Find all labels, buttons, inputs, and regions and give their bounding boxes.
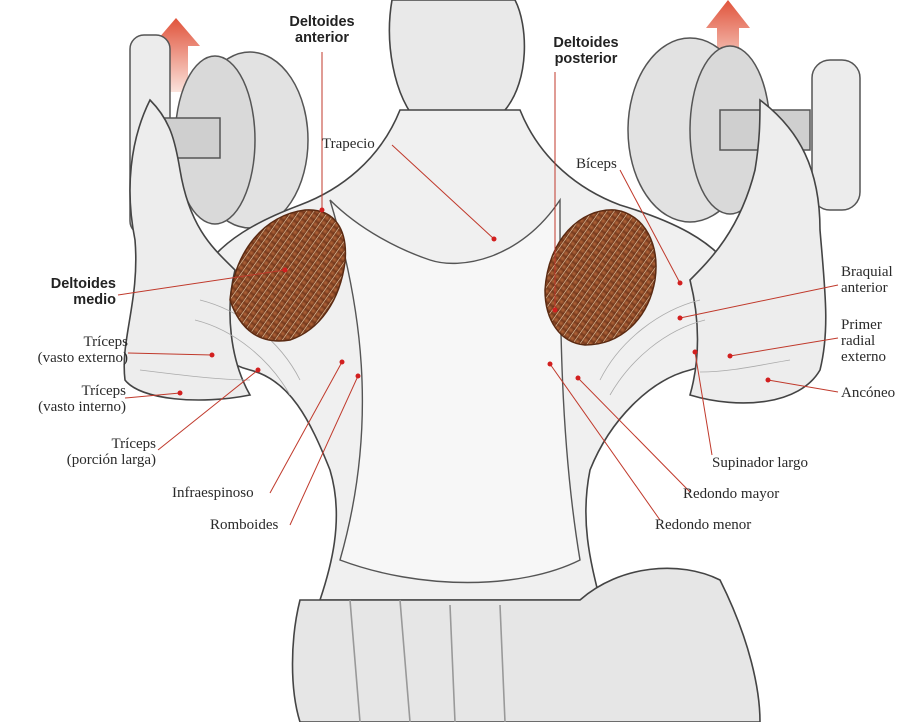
label-redondo-menor: Redondo menor: [655, 517, 752, 533]
label-braquial-anterior: Braquial anterior: [841, 264, 893, 296]
tank-top: [329, 197, 581, 584]
right-dumbbell: [627, 37, 861, 223]
left-deltoid: [229, 209, 347, 342]
label-deltoides-anterior: Deltoides anterior: [289, 14, 355, 46]
leader-lines: [117, 52, 839, 526]
label-anconeo: Ancóneo: [841, 385, 896, 401]
label-supinador-largo: Supinador largo: [712, 455, 808, 471]
label-romboides: Romboides: [210, 517, 279, 533]
label-redondo-mayor: Redondo mayor: [683, 486, 780, 502]
label-biceps: Bíceps: [576, 156, 617, 172]
label-infraespinoso: Infraespinoso: [172, 485, 254, 501]
label-trapecio: Trapecio: [322, 136, 375, 152]
marker-dots: [177, 207, 771, 396]
muscle-striations: [139, 299, 791, 396]
label-triceps-vasto-interno: Tríceps (vasto interno): [38, 383, 126, 415]
label-deltoides-posterior: Deltoides posterior: [553, 35, 619, 67]
label-deltoides-medio: Deltoides medio: [50, 276, 116, 308]
right-deltoid: [544, 209, 657, 346]
label-triceps-vasto-externo: Tríceps (vasto externo): [37, 334, 128, 366]
label-triceps-porcion-larga: Tríceps (porción larga): [66, 436, 156, 468]
label-primer-radial-externo: Primer radial externo: [841, 317, 886, 365]
